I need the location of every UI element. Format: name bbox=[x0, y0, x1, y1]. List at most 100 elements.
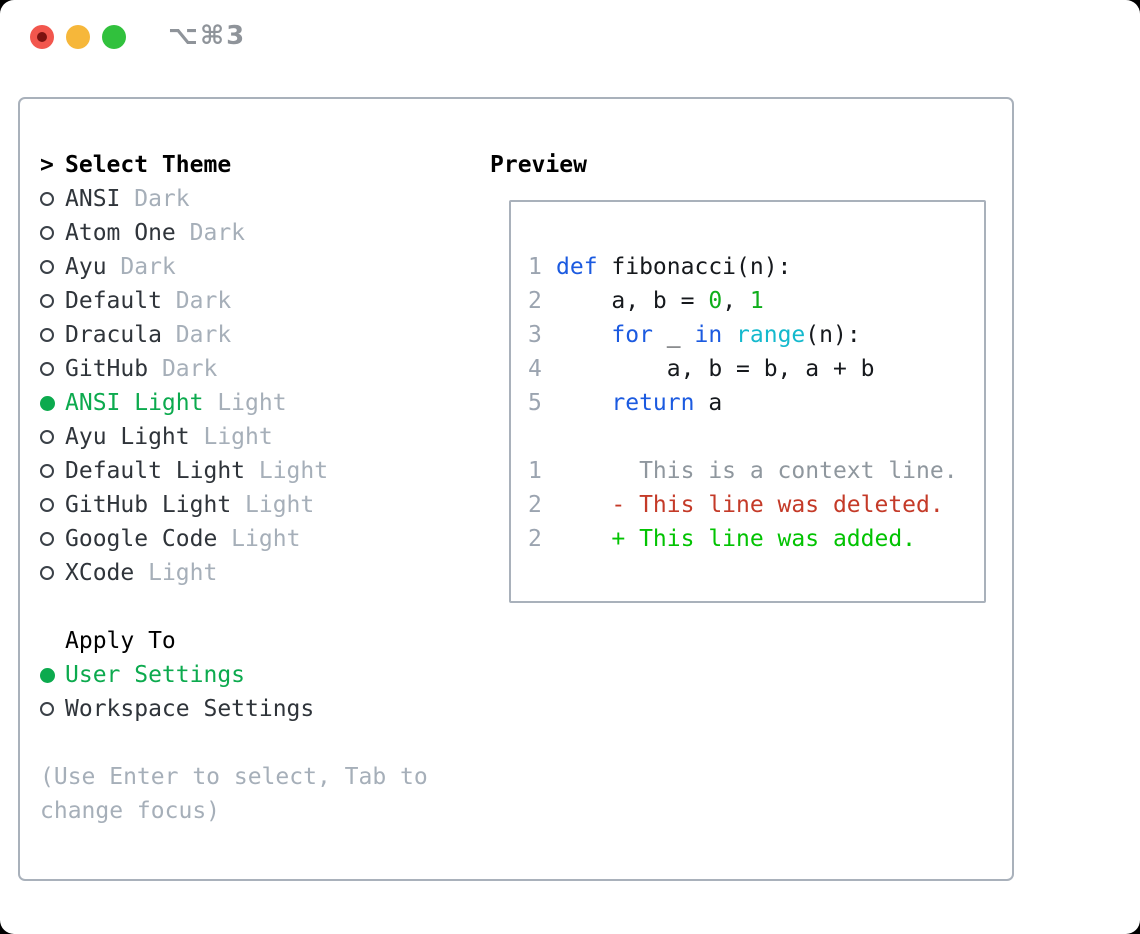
radio-unselected-icon bbox=[40, 192, 54, 206]
theme-option[interactable]: XCode Light bbox=[40, 556, 490, 590]
radio-unselected-icon bbox=[40, 294, 54, 308]
apply-to-label: User Settings bbox=[65, 662, 246, 688]
code-token-builtin: range bbox=[736, 322, 806, 348]
apply-to-option[interactable]: User Settings bbox=[40, 658, 490, 692]
theme-variant: Light bbox=[203, 390, 287, 416]
theme-variant: Light bbox=[217, 526, 301, 552]
code-line: 2 - This line was deleted. bbox=[528, 488, 984, 522]
code-line: 1 This is a context line. bbox=[528, 454, 984, 488]
close-button[interactable] bbox=[30, 25, 54, 49]
code-line: 1 def fibonacci(n): bbox=[528, 250, 984, 284]
theme-option[interactable]: Google Code Light bbox=[40, 522, 490, 556]
apply-to-heading: Apply To bbox=[65, 628, 176, 654]
theme-variant: Dark bbox=[106, 254, 176, 280]
zoom-button[interactable] bbox=[102, 25, 126, 49]
theme-name: GitHub bbox=[65, 356, 149, 382]
code-token-plain: a, b = b, a + b bbox=[556, 356, 875, 382]
theme-name: Atom One bbox=[65, 220, 176, 246]
line-number: 2 bbox=[528, 492, 542, 518]
code-token-context: This is a context line. bbox=[556, 458, 958, 484]
code-token-plain: a bbox=[694, 390, 723, 416]
code-line: 2 + This line was added. bbox=[528, 522, 984, 556]
close-dot-icon bbox=[37, 32, 47, 42]
theme-selector-heading: Select Theme bbox=[65, 152, 232, 178]
keyboard-shortcut-label: ⌥⌘3 bbox=[168, 21, 247, 51]
theme-variant: Dark bbox=[120, 186, 190, 212]
theme-option[interactable]: GitHub Dark bbox=[40, 352, 490, 386]
theme-variant: Light bbox=[189, 424, 273, 450]
theme-option[interactable]: Atom One Dark bbox=[40, 216, 490, 250]
code-token-number: 1 bbox=[749, 288, 764, 314]
code-token-plain bbox=[722, 322, 736, 348]
radio-unselected-icon bbox=[40, 498, 54, 512]
radio-unselected-icon bbox=[40, 464, 54, 478]
theme-name: Ayu Light bbox=[65, 424, 190, 450]
line-number: 3 bbox=[528, 322, 542, 348]
theme-variant: Light bbox=[134, 560, 218, 586]
theme-variant: Dark bbox=[161, 288, 232, 314]
radio-unselected-icon bbox=[40, 702, 54, 716]
code-token-plain: (n): bbox=[805, 322, 861, 348]
radio-unselected-icon bbox=[40, 566, 54, 580]
line-number: 2 bbox=[528, 288, 542, 314]
preview-heading: Preview bbox=[490, 152, 587, 178]
line-number: 2 bbox=[528, 526, 542, 552]
theme-option[interactable]: ANSI Dark bbox=[40, 182, 490, 216]
theme-name: GitHub Light bbox=[65, 492, 232, 518]
theme-name: Ayu bbox=[65, 254, 107, 280]
theme-name: Default bbox=[65, 288, 162, 314]
theme-option[interactable]: Default Light Light bbox=[40, 454, 490, 488]
theme-name: Default Light bbox=[65, 458, 246, 484]
code-token-deleted: - This line was deleted. bbox=[556, 492, 944, 518]
theme-option[interactable]: Default Dark bbox=[40, 284, 490, 318]
code-token-plain bbox=[556, 322, 611, 348]
code-token-keyword: in bbox=[694, 322, 723, 348]
code-token-plain bbox=[556, 390, 611, 416]
theme-option[interactable]: Dracula Dark bbox=[40, 318, 490, 352]
apply-to-option[interactable]: Workspace Settings bbox=[40, 692, 490, 726]
spacer bbox=[40, 726, 490, 760]
minimize-button[interactable] bbox=[66, 25, 90, 49]
theme-name: Dracula bbox=[65, 322, 162, 348]
code-line: 4 a, b = b, a + b bbox=[528, 352, 984, 386]
theme-variant: Dark bbox=[161, 322, 232, 348]
line-number: 1 bbox=[528, 254, 542, 280]
theme-variant: Dark bbox=[175, 220, 246, 246]
theme-name: XCode bbox=[65, 560, 135, 586]
radio-selected-icon bbox=[40, 667, 55, 683]
code-line: 3 for _ in range(n): bbox=[528, 318, 984, 352]
cursor-icon: > bbox=[40, 152, 54, 178]
theme-option[interactable]: Ayu Light Light bbox=[40, 420, 490, 454]
code-token-added: + This line was added. bbox=[556, 526, 917, 552]
radio-unselected-icon bbox=[40, 362, 54, 376]
theme-name: Google Code bbox=[65, 526, 218, 552]
radio-selected-icon bbox=[40, 395, 55, 411]
code-line: 5 return a bbox=[528, 386, 984, 420]
line-number: 5 bbox=[528, 390, 542, 416]
theme-option[interactable]: GitHub Light Light bbox=[40, 488, 490, 522]
apply-to-heading-row: Apply To bbox=[40, 624, 490, 658]
code-token-keyword: def bbox=[556, 254, 598, 280]
theme-option[interactable]: Ayu Dark bbox=[40, 250, 490, 284]
radio-unselected-icon bbox=[40, 532, 54, 546]
help-text: (Use Enter to select, Tab to change focu… bbox=[40, 764, 428, 824]
code-line bbox=[528, 420, 984, 454]
code-token-plain: , bbox=[722, 288, 750, 314]
theme-option[interactable]: ANSI Light Light bbox=[40, 386, 490, 420]
radio-unselected-icon bbox=[40, 226, 54, 240]
line-number: 4 bbox=[528, 356, 542, 382]
code-token-plain: _ bbox=[652, 322, 695, 348]
theme-variant: Light bbox=[245, 458, 329, 484]
radio-unselected-icon bbox=[40, 260, 54, 274]
code-token-plain: fibonacci(n): bbox=[597, 254, 792, 280]
code-token-keyword: return bbox=[611, 390, 695, 416]
radio-unselected-icon bbox=[40, 328, 54, 342]
code-line: 2 a, b = 0, 1 bbox=[528, 284, 984, 318]
code-token-keyword: for bbox=[611, 322, 653, 348]
